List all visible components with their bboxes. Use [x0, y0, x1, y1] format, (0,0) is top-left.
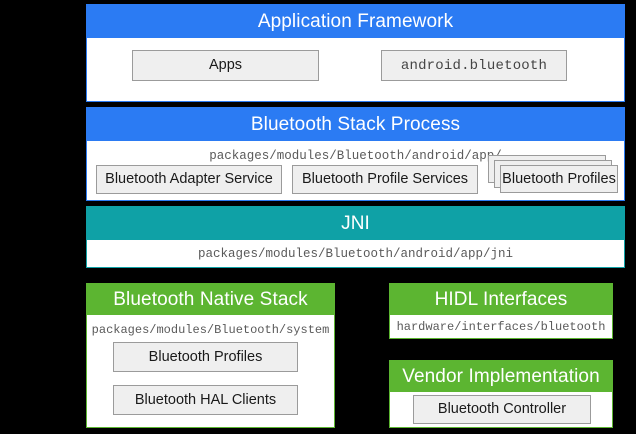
layer-body-application-framework: Apps android.bluetooth — [86, 38, 625, 102]
layer-bluetooth-native-stack: Bluetooth Native Stack packages/modules/… — [86, 283, 335, 428]
layer-application-framework: Application Framework Apps android.bluet… — [86, 4, 625, 102]
layer-body-jni: packages/modules/Bluetooth/android/app/j… — [86, 240, 625, 268]
layer-header-jni: JNI — [86, 206, 625, 240]
layer-body-bluetooth-stack-process: packages/modules/Bluetooth/android/app/ … — [86, 141, 625, 201]
node-bluetooth-hal-clients-label: Bluetooth HAL Clients — [134, 391, 277, 408]
path-label-bluetooth-native-stack: packages/modules/Bluetooth/system — [91, 323, 330, 337]
bluetooth-profiles-stack-label: Bluetooth Profiles — [502, 170, 616, 187]
node-bluetooth-controller-label: Bluetooth Controller — [437, 401, 567, 418]
node-android-bluetooth[interactable]: android.bluetooth — [381, 50, 567, 81]
node-apps-label: Apps — [208, 57, 243, 74]
bluetooth-profiles-card-front[interactable]: Bluetooth Profiles — [500, 165, 618, 193]
layer-vendor-implementation: Vendor Implementation Bluetooth Controll… — [389, 360, 613, 428]
layer-body-hidl-interfaces: hardware/interfaces/bluetooth — [389, 315, 613, 339]
layer-header-bluetooth-native-stack: Bluetooth Native Stack — [86, 283, 335, 315]
node-bluetooth-profile-services-label: Bluetooth Profile Services — [301, 171, 469, 188]
node-bluetooth-adapter-service[interactable]: Bluetooth Adapter Service — [96, 165, 282, 194]
node-bluetooth-profile-services[interactable]: Bluetooth Profile Services — [292, 165, 478, 194]
path-label-jni: packages/modules/Bluetooth/android/app/j… — [197, 247, 514, 261]
node-bluetooth-adapter-service-label: Bluetooth Adapter Service — [105, 171, 273, 188]
layer-body-bluetooth-native-stack: packages/modules/Bluetooth/system Blueto… — [86, 315, 335, 428]
node-android-bluetooth-label: android.bluetooth — [400, 57, 548, 74]
layer-header-vendor-implementation: Vendor Implementation — [389, 360, 613, 392]
layer-header-application-framework: Application Framework — [86, 4, 625, 38]
layer-header-hidl-interfaces: HIDL Interfaces — [389, 283, 613, 315]
node-bluetooth-profiles-native-label: Bluetooth Profiles — [148, 348, 263, 365]
node-bluetooth-profiles-native[interactable]: Bluetooth Profiles — [113, 342, 298, 372]
layer-hidl-interfaces: HIDL Interfaces hardware/interfaces/blue… — [389, 283, 613, 339]
path-label-hidl-interfaces: hardware/interfaces/bluetooth — [396, 320, 606, 334]
node-apps[interactable]: Apps — [132, 50, 319, 81]
node-bluetooth-controller[interactable]: Bluetooth Controller — [413, 395, 591, 424]
node-bluetooth-hal-clients[interactable]: Bluetooth HAL Clients — [113, 385, 298, 415]
layer-bluetooth-stack-process: Bluetooth Stack Process packages/modules… — [86, 107, 625, 201]
node-bluetooth-profiles-stack[interactable]: Bluetooth Profiles — [488, 155, 618, 200]
layer-header-bluetooth-stack-process: Bluetooth Stack Process — [86, 107, 625, 141]
layer-jni: JNI packages/modules/Bluetooth/android/a… — [86, 206, 625, 268]
path-label-bluetooth-stack-process: packages/modules/Bluetooth/android/app/ — [209, 149, 502, 163]
layer-body-vendor-implementation: Bluetooth Controller — [389, 392, 613, 428]
